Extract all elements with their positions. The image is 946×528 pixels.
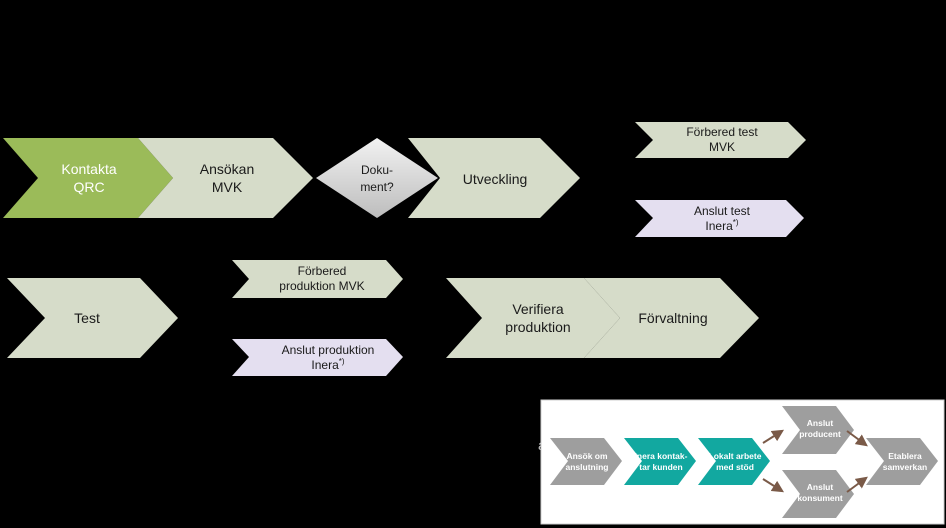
inset-overview: Ansök om anslutning Inera kontak- tar ku… bbox=[540, 399, 945, 525]
chevron-label: Inera*) bbox=[311, 357, 344, 372]
chevron-anslut-produktion-inera: Anslut produktion Inera*) bbox=[232, 339, 403, 376]
chevron-label: Förbered test bbox=[686, 125, 758, 139]
chevron-shape bbox=[138, 138, 313, 218]
chevron-label: Kontakta bbox=[61, 161, 116, 177]
inset-step-anslut-producent: Anslut producent bbox=[782, 406, 854, 454]
chevron-label: Verifiera bbox=[512, 301, 564, 317]
chevron-label: Anslut test bbox=[694, 204, 751, 218]
chevron-forvaltning: Förvaltning bbox=[584, 278, 759, 358]
chevron-verifiera-produktion: Verifiera produktion bbox=[446, 278, 620, 358]
inset-arrow bbox=[762, 429, 785, 444]
chevron-shape bbox=[408, 138, 580, 218]
chevron-label: QRC bbox=[73, 179, 104, 195]
inset-step-etablera-samverkan: Etablera samverkan bbox=[866, 438, 938, 485]
chevron-label: Utveckling bbox=[463, 171, 528, 187]
chevron-shape bbox=[635, 122, 806, 158]
chevron-forbered-test-mvk: Förbered test MVK bbox=[635, 122, 806, 158]
inset-chevron-shape bbox=[624, 438, 696, 485]
chevron-label: Förbered bbox=[298, 264, 347, 278]
chevron-label: Test bbox=[74, 310, 100, 326]
inset-step-ansok-om-anslutning: Ansök om anslutning bbox=[550, 438, 622, 485]
inset-arrow bbox=[762, 478, 785, 493]
inset-arrow bbox=[846, 430, 868, 447]
decision-dokument: Doku- ment? bbox=[316, 138, 438, 218]
inset-step-label: med stöd bbox=[716, 462, 754, 472]
chevron-label: produktion bbox=[505, 319, 570, 335]
inset-step-label: samverkan bbox=[883, 462, 927, 472]
chevron-label: MVK bbox=[212, 179, 243, 195]
chevron-utveckling: Utveckling bbox=[408, 138, 580, 218]
chevron-shape bbox=[7, 278, 178, 358]
chevron-test: Test bbox=[7, 278, 178, 358]
inset-step-lokalt-arbete-med-stod: Lokalt arbete med stöd bbox=[698, 438, 770, 485]
inset-step-label: anslutning bbox=[566, 462, 609, 472]
chevron-forbered-produktion-mvk: Förbered produktion MVK bbox=[232, 260, 403, 298]
inset-step-label: tar kunden bbox=[639, 462, 682, 472]
chevron-label-text: Inera bbox=[705, 219, 733, 233]
chevron-label: produktion MVK bbox=[279, 279, 364, 293]
chevron-label-text: Inera bbox=[311, 358, 339, 372]
chevron-shape bbox=[446, 278, 620, 358]
chevron-label: Förvaltning bbox=[638, 310, 707, 326]
inset-step-label: producent bbox=[799, 429, 841, 439]
footnote-marker: *) bbox=[733, 218, 739, 227]
inset-step-inera-kontaktar-kunden: Inera kontak- tar kunden bbox=[624, 438, 696, 485]
inset-step-label: Inera kontak- bbox=[635, 451, 688, 461]
chevron-label: MVK bbox=[709, 140, 735, 154]
chevron-kontakta-qrc: Kontakta QRC bbox=[3, 138, 173, 218]
inset-chevron-shape bbox=[550, 438, 622, 485]
decision-label: Doku- bbox=[361, 163, 393, 177]
chevron-shape bbox=[635, 200, 804, 237]
inset-step-label: Anslut bbox=[807, 482, 834, 492]
inset-step-label: Ansök om bbox=[566, 451, 608, 461]
diamond-shape bbox=[316, 138, 438, 218]
inset-chevron-shape bbox=[782, 470, 854, 518]
chevron-label: Ansökan bbox=[200, 161, 254, 177]
chevron-anslut-test-inera: Anslut test Inera*) bbox=[635, 200, 804, 237]
decision-label: ment? bbox=[360, 180, 394, 194]
chevron-label: Inera*) bbox=[705, 218, 738, 233]
inset-arrow bbox=[846, 476, 868, 493]
inset-step-label: Etablera bbox=[888, 451, 922, 461]
chevron-shape bbox=[232, 260, 403, 298]
chevron-shape bbox=[232, 339, 403, 376]
chevron-label: Anslut produktion bbox=[282, 343, 375, 357]
chevron-shape bbox=[3, 138, 173, 218]
inset-step-label: Anslut bbox=[807, 418, 834, 428]
chevron-shape bbox=[584, 278, 759, 358]
chevron-ansokan-mvk: Ansökan MVK bbox=[138, 138, 313, 218]
inset-chevron-shape bbox=[866, 438, 938, 485]
inset-chevron-shape bbox=[698, 438, 770, 485]
inset-chevron-shape bbox=[782, 406, 854, 454]
inset-step-label: Lokalt arbete bbox=[709, 451, 762, 461]
inset-step-label: konsument bbox=[797, 493, 843, 503]
inset-step-anslut-konsument: Anslut konsument bbox=[782, 470, 854, 518]
footnote-marker: *) bbox=[339, 357, 345, 366]
